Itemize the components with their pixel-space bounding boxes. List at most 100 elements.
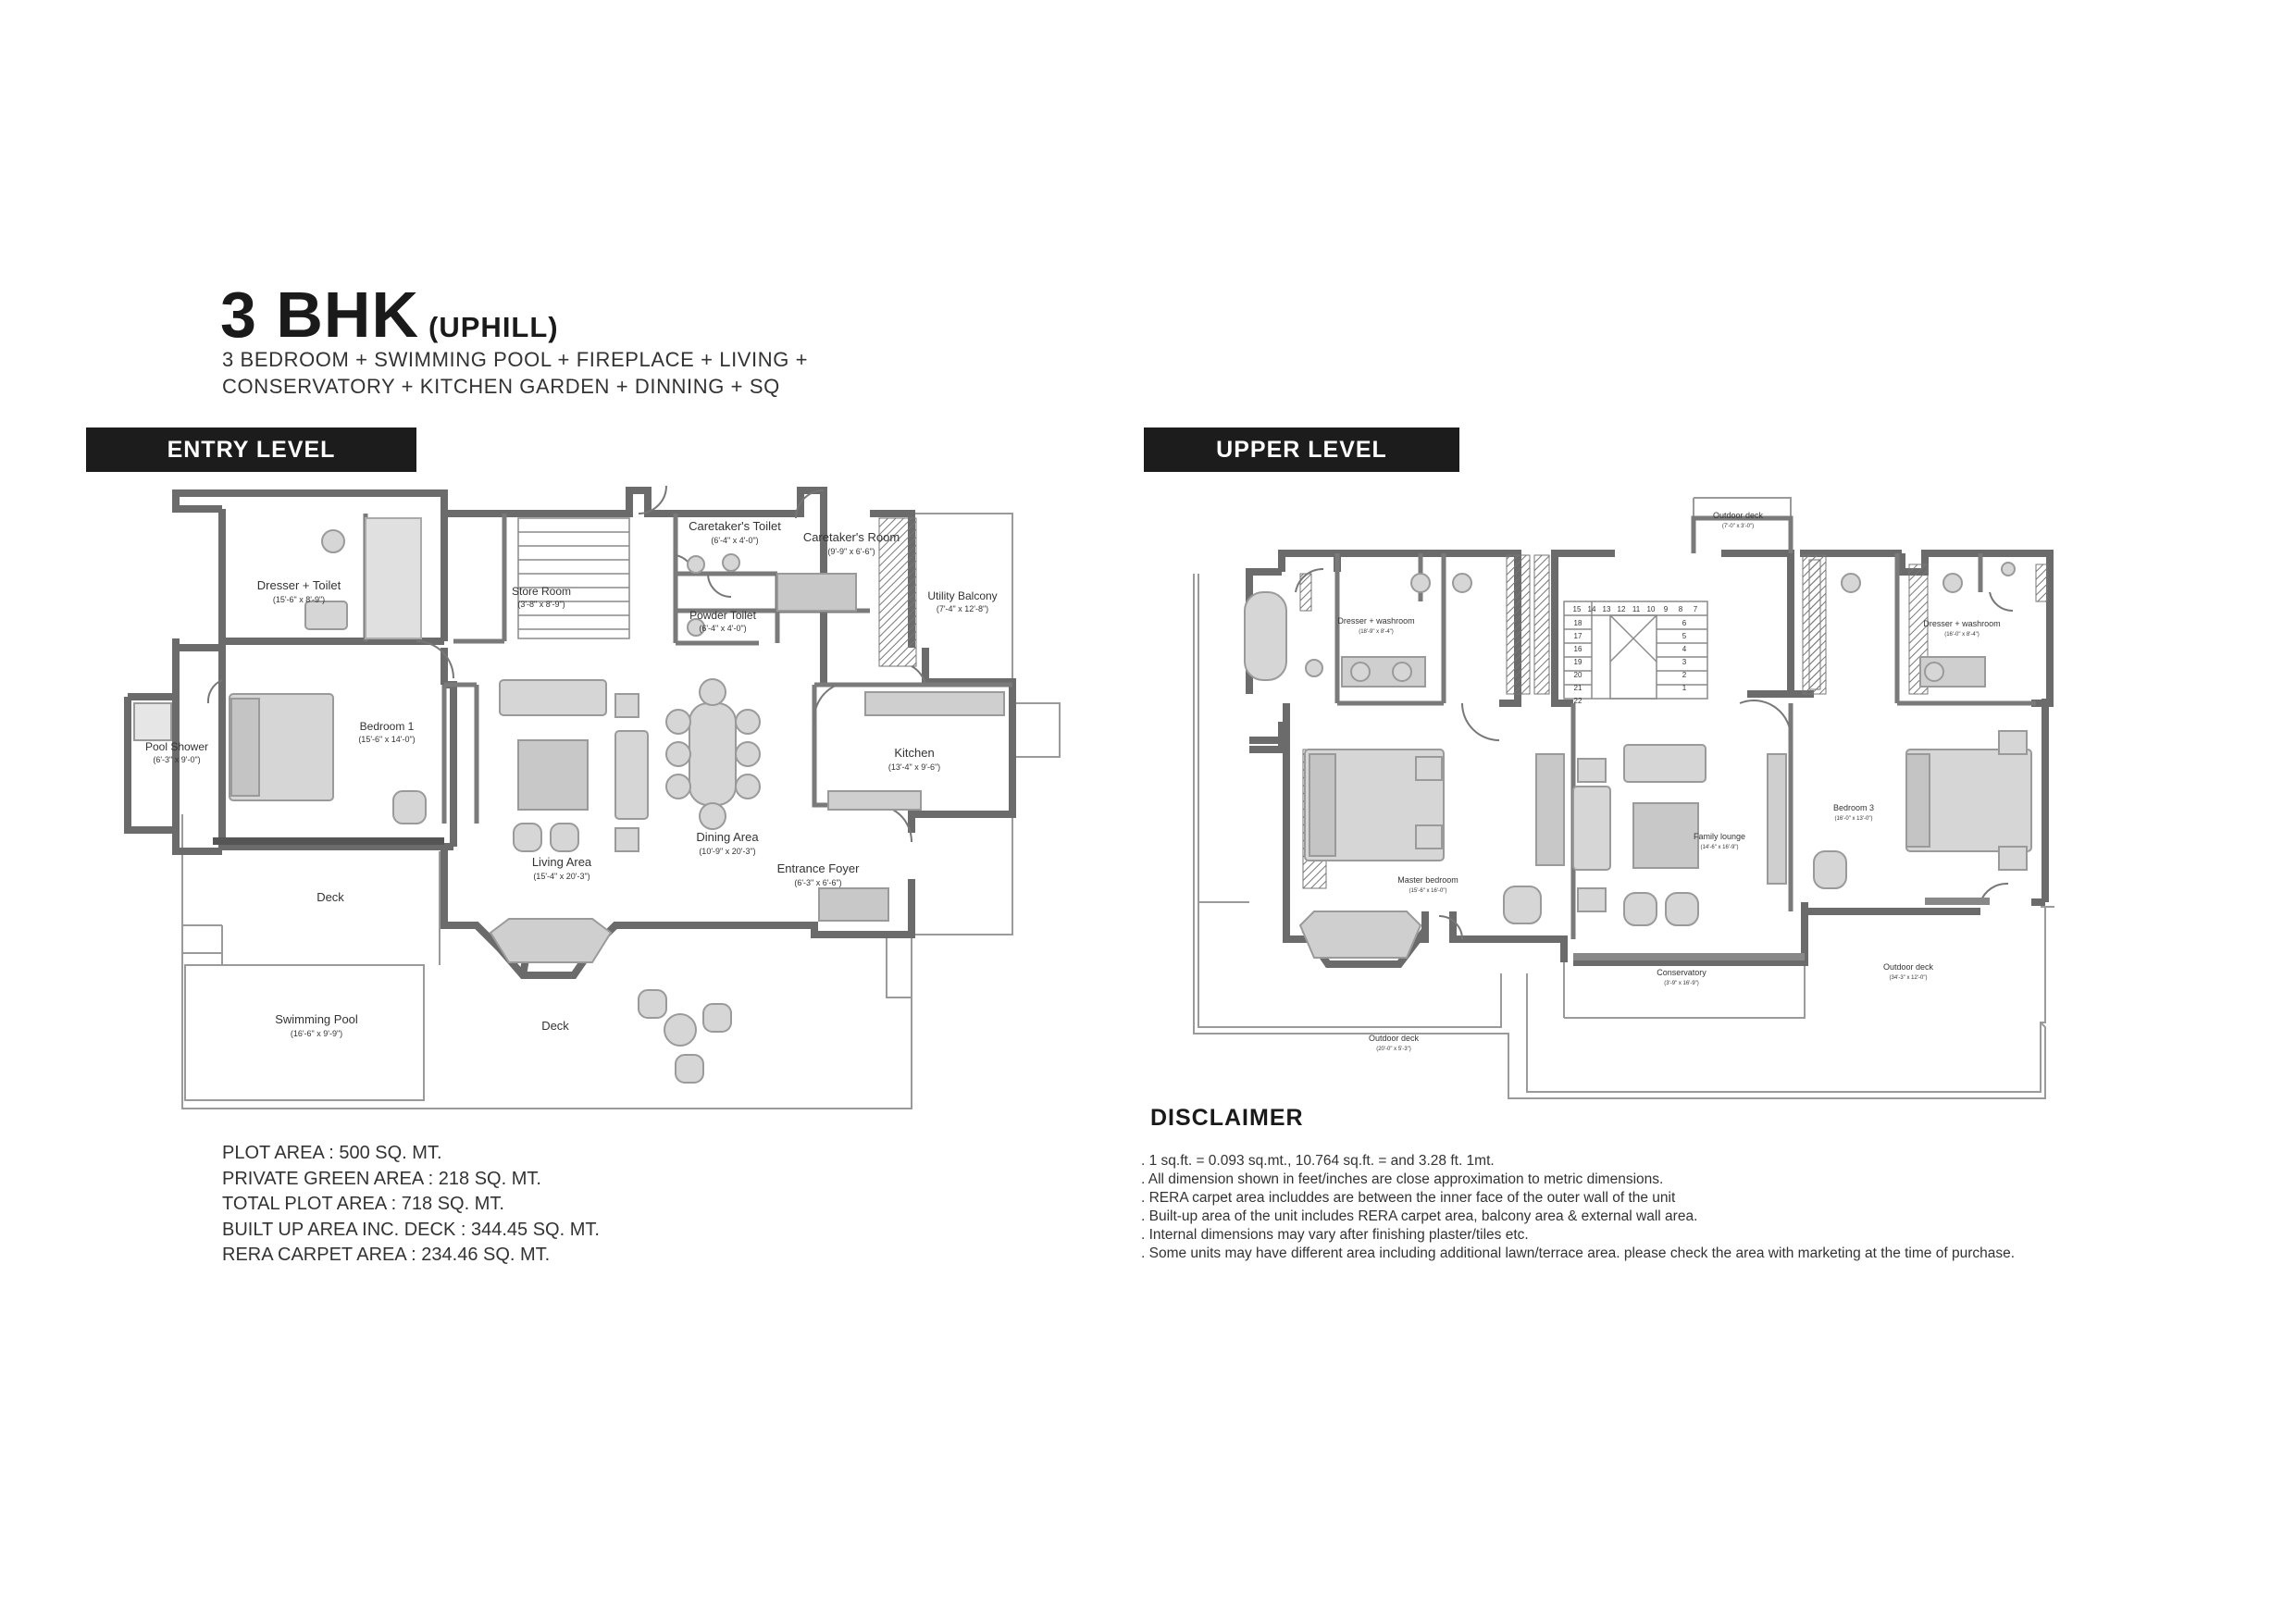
subtitle-line-1: 3 BEDROOM + SWIMMING POOL + FIREPLACE + … <box>222 348 809 371</box>
upper-level-label: UPPER LEVEL <box>1216 436 1387 463</box>
entry-store-room-dims: (3'-8" x 8'-9") <box>517 600 565 609</box>
upper-dresser-washroom-left-label: Dresser + washroom <box>1337 616 1414 626</box>
stair-number: 14 <box>1588 605 1596 613</box>
upper-outdoor-deck-left-label: Outdoor deck <box>1369 1034 1420 1043</box>
stair-number: 16 <box>1574 645 1582 653</box>
title-main: 3 BHK <box>220 279 420 351</box>
stair-number: 4 <box>1682 645 1687 653</box>
entry-entrance-foyer-label: Entrance Foyer <box>777 861 861 875</box>
upper-bedroom-3-dims: (16'-0" x 13'-0") <box>1835 816 1873 822</box>
upper-dresser-washroom-right-label: Dresser + washroom <box>1923 619 2000 628</box>
entry-kitchen-label: Kitchen <box>894 746 934 760</box>
deck-outlines <box>181 513 1061 1109</box>
upper-room-labels: Outdoor deck (7'-0" x 3'-0") Dresser + was… <box>1337 511 2000 1052</box>
stair-number: 19 <box>1574 658 1582 666</box>
upper-family-lounge-dims: (14'-6" x 16'-9") <box>1701 845 1739 850</box>
upper-conservatory-label: Conservatory <box>1657 968 1706 977</box>
entry-deck-left-label: Deck <box>316 890 344 904</box>
entry-stairs <box>517 517 630 639</box>
disclaimer-line: . 1 sq.ft. = 0.093 sq.mt., 10.764 sq.ft.… <box>1141 1153 1495 1169</box>
entry-level-plan: Dresser + Toilet (15'-6" x 8'-9") Store Ro… <box>124 485 1061 1109</box>
entry-dresser-toilet-label: Dresser + Toilet <box>257 578 341 592</box>
chair-icon <box>392 790 427 824</box>
stair-number: 20 <box>1574 671 1582 679</box>
upper-bedroom-3-label: Bedroom 3 <box>1833 803 1874 812</box>
entry-dining-area-dims: (10'-9" x 20'-3") <box>699 847 755 856</box>
coffee-table-icon <box>517 739 589 811</box>
disclaimer-line: . RERA carpet area includdes are between… <box>1141 1190 1676 1206</box>
disclaimer-line: . Built-up area of the unit includes RER… <box>1141 1208 1698 1224</box>
stair-number: 5 <box>1682 632 1687 640</box>
stair-number: 21 <box>1574 684 1582 692</box>
disclaimer-line: . Some units may have different area inc… <box>1141 1245 2016 1261</box>
bathtub-icon <box>1244 591 1287 681</box>
disclaimer-heading: DISCLAIMER <box>1150 1105 1304 1131</box>
stair-number: 17 <box>1574 632 1582 640</box>
stat-plot-area: PLOT AREA : 500 SQ. MT. <box>222 1143 442 1163</box>
area-stats: PLOT AREA : 500 SQ. MT. PRIVATE GREEN AR… <box>222 1141 600 1269</box>
entry-caretakers-toilet-label: Caretaker's Toilet <box>689 519 781 533</box>
entry-exterior-walls <box>124 487 1016 979</box>
stair-number: 9 <box>1664 605 1669 613</box>
stair-number: 6 <box>1682 619 1687 627</box>
entry-level-label: ENTRY LEVEL <box>167 436 336 463</box>
disclaimer-line: . Internal dimensions may vary after fin… <box>1141 1227 1529 1243</box>
entry-utility-balcony-label: Utility Balcony <box>927 589 997 602</box>
title-suffix: (UPHILL) <box>428 311 559 343</box>
upper-master-bedroom-label: Master bedroom <box>1397 875 1458 885</box>
stair-number: 3 <box>1682 658 1687 666</box>
page-title: 3 BHK(UPHILL) <box>220 278 559 352</box>
stat-total-plot-area: TOTAL PLOT AREA : 718 SQ. MT. <box>222 1194 504 1214</box>
upper-outdoor-deck-right-label: Outdoor deck <box>1883 962 1934 972</box>
upper-outdoor-deck-top-dims: (7'-0" x 3'-0") <box>1722 524 1754 529</box>
upper-level-bar: UPPER LEVEL <box>1144 427 1459 472</box>
entry-level-bar: ENTRY LEVEL <box>86 427 416 472</box>
upper-outdoor-deck-right-dims: (34'-3" x 12'-0") <box>1890 975 1928 981</box>
dining-table-icon <box>689 702 737 806</box>
stair-number: 10 <box>1647 605 1656 613</box>
entry-bedroom-1-label: Bedroom 1 <box>360 720 415 733</box>
upper-outdoor-deck-left-dims: (20'-0" x 5'-3") <box>1376 1047 1411 1052</box>
stair-number: 13 <box>1603 605 1611 613</box>
entry-store-room-label: Store Room <box>512 585 571 598</box>
entry-caretakers-room-label: Caretaker's Room <box>803 530 900 544</box>
entry-dresser-toilet-dims: (15'-6" x 8'-9") <box>273 595 325 604</box>
upper-outdoor-deck-top-label: Outdoor deck <box>1713 511 1764 520</box>
entry-powder-toilet-label: Powder Toilet <box>689 609 756 622</box>
entry-pool-shower-label: Pool Shower <box>145 740 208 753</box>
stair-number: 22 <box>1574 697 1582 705</box>
master-bed-icon <box>1304 749 1445 861</box>
upper-master-bedroom-dims: (15'-6" x 16'-0") <box>1409 888 1447 894</box>
stat-built-up-area: BUILT UP AREA INC. DECK : 344.45 SQ. MT. <box>222 1219 600 1240</box>
subtitle-line-2: CONSERVATORY + KITCHEN GARDEN + DINNING … <box>222 375 780 398</box>
entry-caretakers-toilet-dims: (6'-4" x 4'-0") <box>711 536 758 545</box>
disclaimer-line: . All dimension shown in feet/inches are… <box>1141 1171 1664 1187</box>
upper-doors <box>1295 567 2014 940</box>
entry-entrance-foyer-dims: (6'-3" x 6'-6") <box>794 878 841 887</box>
entry-living-area-dims: (15'-4" x 20'-3") <box>533 872 590 881</box>
entry-living-area-label: Living Area <box>532 855 592 869</box>
upper-family-lounge-label: Family lounge <box>1694 832 1745 841</box>
stair-number: 8 <box>1679 605 1683 613</box>
entry-furniture <box>133 517 1005 1084</box>
entry-deck-bottom-label: Deck <box>541 1019 569 1033</box>
entry-pool-shower-dims: (6'-3" x 9'-0") <box>153 755 200 764</box>
upper-hatch <box>1299 554 2048 889</box>
stair-number: 2 <box>1682 671 1687 679</box>
entry-dining-area-label: Dining Area <box>696 830 759 844</box>
entry-swimming-pool-label: Swimming Pool <box>275 1012 358 1026</box>
utility-hatch <box>878 517 917 667</box>
upper-stairs <box>1563 601 1708 700</box>
upper-dresser-washroom-right-dims: (16'-0" x 8'-4") <box>1944 632 1980 638</box>
disclaimer-list: . 1 sq.ft. = 0.093 sq.mt., 10.764 sq.ft.… <box>1141 1152 2015 1263</box>
entry-kitchen-dims: (13'-4" x 9'-6") <box>888 762 940 772</box>
entry-caretakers-room-dims: (9'-9" x 6'-6") <box>827 547 875 556</box>
entry-powder-toilet-dims: (6'-4" x 4'-0") <box>699 624 746 633</box>
stair-number: 1 <box>1682 684 1687 692</box>
entry-room-labels: Dresser + Toilet (15'-6" x 8'-9") Store Ro… <box>145 519 998 1038</box>
stair-number: 11 <box>1632 605 1641 613</box>
stair-number: 15 <box>1573 605 1582 613</box>
